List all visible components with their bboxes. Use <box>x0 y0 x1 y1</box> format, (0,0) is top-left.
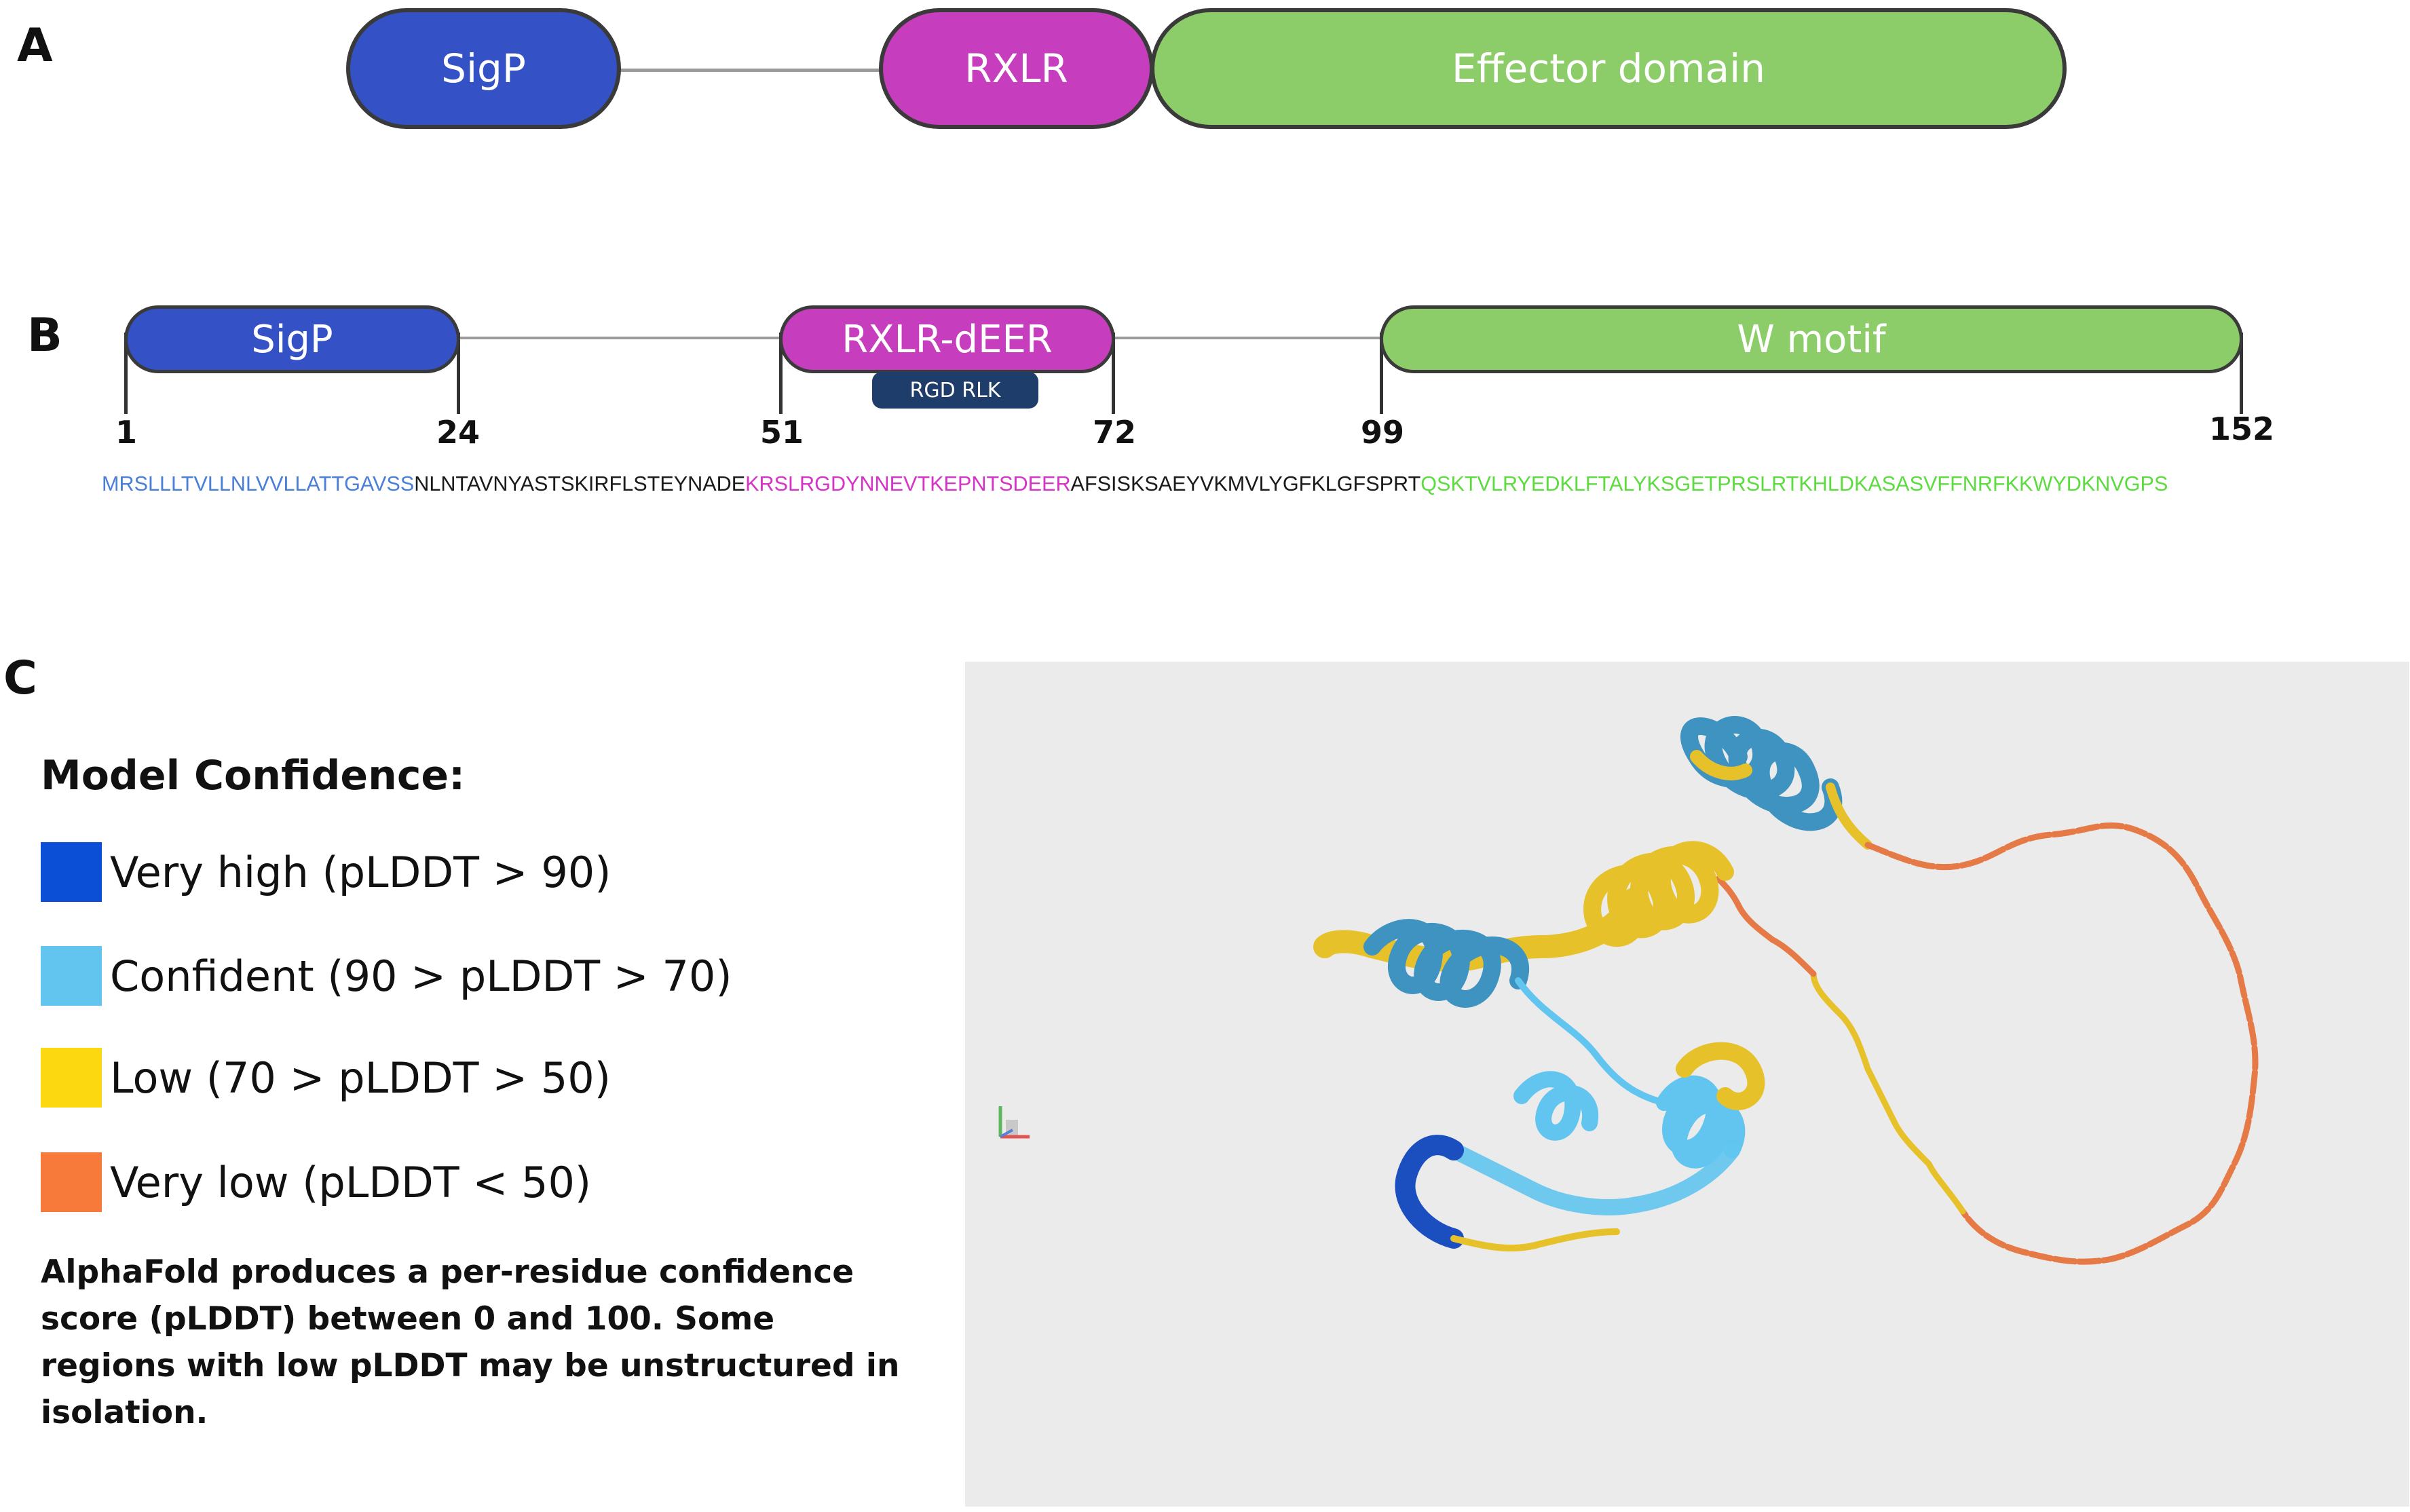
panel-a-linker-line <box>614 69 886 72</box>
structure-viewer[interactable] <box>965 662 2409 1507</box>
position-label-72: 72 <box>1093 414 1137 451</box>
panel-b-wmotif-label: W motif <box>1737 317 1886 362</box>
panel-a-sigp-domain: SigP <box>346 8 621 129</box>
legend-swatch-low <box>41 1048 102 1108</box>
confident-helices <box>1363 919 1765 1252</box>
panel-b-rxlr-domain: RXLR-dEER <box>779 305 1115 373</box>
legend-label-low: Low (70 > pLDDT > 50) <box>110 1053 611 1103</box>
legend-item-very-high: Very high (pLDDT > 90) <box>41 842 611 903</box>
panel-b-rxlr-label: RXLR-dEER <box>842 317 1053 362</box>
protein-structure-render[interactable] <box>965 662 2409 1507</box>
panel-b-sigp-label: SigP <box>251 317 333 362</box>
panel-b-sigp-domain: SigP <box>124 305 460 373</box>
panel-a-effector-label: Effector domain <box>1452 45 1765 92</box>
legend-item-low: Low (70 > pLDDT > 50) <box>41 1047 611 1108</box>
panel-a-rxlr-label: RXLR <box>964 45 1068 92</box>
legend-label-very-low: Very low (pLDDT < 50) <box>110 1157 592 1207</box>
panel-a-letter: A <box>17 19 53 73</box>
rgd-rlk-badge: RGD RLK <box>872 372 1038 409</box>
disordered-loop <box>1715 822 2259 1265</box>
position-tick-51 <box>779 333 783 414</box>
protein-sequence: MRSLLLTVLLNLVVLLATTGAVSSNLNTAVNYASTSKIRF… <box>102 472 2168 496</box>
position-tick-99 <box>1380 333 1383 414</box>
legend-label-confident: Confident (90 > pLDDT > 70) <box>110 951 732 1001</box>
axis-gizmo <box>998 1106 1030 1139</box>
panel-a-sigp-label: SigP <box>441 45 526 92</box>
position-label-24: 24 <box>436 414 481 451</box>
legend-swatch-confident <box>41 946 102 1006</box>
legend-title: Model Confidence: <box>41 752 466 799</box>
position-tick-24 <box>457 333 460 414</box>
sequence-rxlr: KRSLRGDYNNEVTKEPNTSDEER <box>745 472 1071 495</box>
position-label-51: 51 <box>760 414 804 451</box>
position-tick-72 <box>1112 333 1115 414</box>
alphafold-note: AlphaFold produces a per-residue confide… <box>41 1253 900 1431</box>
position-label-99: 99 <box>1361 414 1405 451</box>
top-helix <box>1680 716 1872 850</box>
sequence-sigp: MRSLLLTVLLNLVVLLATTGAVSS <box>102 472 415 495</box>
panel-a-effector-domain: Effector domain <box>1150 8 2067 129</box>
sequence-linker-2: AFSISKSAEYVKMVLYGFKLGFSPRT <box>1070 472 1421 495</box>
panel-a-rxlr-domain: RXLR <box>879 8 1154 129</box>
sequence-wmotif: QSKTVLRYEDKLFTALYKSGETPRSLRTKHLDKASASVFF… <box>1420 472 2168 495</box>
position-label-1: 1 <box>115 414 138 451</box>
legend-item-confident: Confident (90 > pLDDT > 70) <box>41 945 732 1006</box>
position-label-152: 152 <box>2209 411 2275 447</box>
legend-item-very-low: Very low (pLDDT < 50) <box>41 1152 591 1213</box>
panel-c-letter: C <box>3 651 37 705</box>
panel-b-linker-line-2 <box>1113 337 1385 339</box>
legend-swatch-very-low <box>41 1152 102 1212</box>
panel-b-letter: B <box>27 309 62 362</box>
legend-swatch-very-high <box>41 842 102 902</box>
legend-label-very-high: Very high (pLDDT > 90) <box>110 847 611 897</box>
panel-b-wmotif-domain: W motif <box>1380 305 2243 373</box>
position-tick-1 <box>124 333 128 414</box>
position-tick-152 <box>2240 333 2243 414</box>
panel-b-linker-line-1 <box>458 337 784 339</box>
sequence-linker-1: NLNTAVNYASTSKIRFLSTEYNADE <box>414 472 746 495</box>
